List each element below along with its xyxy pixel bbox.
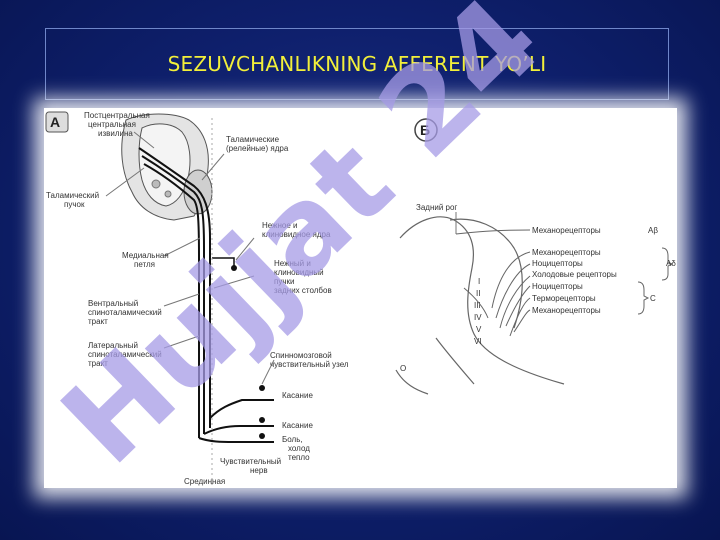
label-medial-lemniscus-1: Медиальная <box>122 251 169 260</box>
c-brace <box>637 281 650 315</box>
label-lateral-tract-3: тракт <box>88 359 108 368</box>
label-thalamic-bundle-2: пучок <box>64 200 85 209</box>
ganglion-dot-3 <box>259 433 265 439</box>
slide-title: SEZUVCHANLIKNING AFFERENT YO’LI <box>167 52 547 76</box>
label-pain-1: Боль, <box>282 435 303 444</box>
lamina-4: IV <box>474 313 482 322</box>
label-mech: Механорецепторы <box>532 248 601 257</box>
label-thalamic-nuclei-1: Таламические <box>226 135 280 144</box>
label-medial-lemniscus-2: петля <box>134 260 155 269</box>
label-mech-c: Механорецепторы <box>532 306 601 315</box>
label-pain-2: холод <box>288 444 310 453</box>
label-mech-a-beta: Механорецепторы <box>532 226 601 235</box>
label-dorsal-horn: Задний рог <box>416 203 457 212</box>
label-ganglion-1: Спинномозговой <box>270 351 332 360</box>
label-a-beta: Аβ <box>648 226 658 235</box>
panel-b-badge <box>414 118 438 142</box>
label-thalamic-bundle-1: Таламический <box>46 191 99 200</box>
ganglion-dot <box>259 385 265 391</box>
label-gracile-fascicles-4: задних столбов <box>274 286 332 295</box>
nucleus-branch <box>212 257 235 268</box>
label-sensory-nerve-1: Чувствительный <box>220 457 281 466</box>
title-box: SEZUVCHANLIKNING AFFERENT YO’LI <box>45 28 669 100</box>
central-canal-mark: O <box>400 364 406 373</box>
diagram-svg: А <box>45 111 676 488</box>
leader-lines-a <box>105 131 275 385</box>
label-touch-1: Касание <box>282 391 313 400</box>
label-cold: Холодовые рецепторы <box>532 270 617 279</box>
label-sensory-nerve-2: нерв <box>250 466 268 475</box>
lamina-6: VI <box>474 337 482 346</box>
lamina-3: III <box>474 301 481 310</box>
panel-a-letter: А <box>50 114 60 130</box>
ganglion-dot-2 <box>259 417 265 423</box>
label-central-gyrus-1: Постцентральная <box>84 111 150 120</box>
label-central-gyrus-2: центральная <box>88 120 136 129</box>
lamina-2: II <box>476 289 480 298</box>
lamina-5: V <box>476 325 482 334</box>
diagram-figure: А <box>44 108 677 488</box>
label-pain-3: тепло <box>288 453 310 462</box>
a-delta-brace <box>661 247 674 281</box>
label-gracile-nuclei-1: Нежное и <box>262 221 298 230</box>
lamina-1: I <box>478 277 480 286</box>
label-thermo: Терморецепторы <box>532 294 596 303</box>
label-a-delta: Аδ <box>666 259 676 268</box>
panel-b-letter: Б <box>420 122 430 138</box>
gracile-nucleus-dot <box>231 265 237 271</box>
label-noci-c: Ноцицепторы <box>532 282 583 291</box>
label-central-gyrus-3: извилина <box>98 129 133 138</box>
label-ventral-tract-3: тракт <box>88 317 108 326</box>
label-ventral-tract-2: спиноталамический <box>88 308 162 317</box>
label-touch-2: Касание <box>282 421 313 430</box>
label-gracile-nuclei-2: клиновидное ядра <box>262 230 331 239</box>
label-median-line: Срединная <box>184 477 225 486</box>
label-noci: Ноцицепторы <box>532 259 583 268</box>
laminae-list: I II III IV V VI <box>474 277 482 346</box>
label-thalamic-nuclei-2: (релейные) ядра <box>226 144 289 153</box>
label-lateral-tract-2: спиноталамический <box>88 350 162 359</box>
label-ventral-tract-1: Вентральный <box>88 299 138 308</box>
panel-a-badge <box>45 111 69 133</box>
label-c: С <box>650 294 656 303</box>
label-ganglion-2: чувствительный узел <box>270 360 349 369</box>
label-gracile-fascicles-2: клиновидный <box>274 268 324 277</box>
fiber-connections <box>455 229 531 337</box>
label-gracile-fascicles-1: Нежный и <box>274 259 311 268</box>
label-lateral-tract-1: Латеральный <box>88 341 138 350</box>
label-gracile-fascicles-3: пучки <box>274 277 294 286</box>
dorsal-horn-outline <box>395 216 565 395</box>
